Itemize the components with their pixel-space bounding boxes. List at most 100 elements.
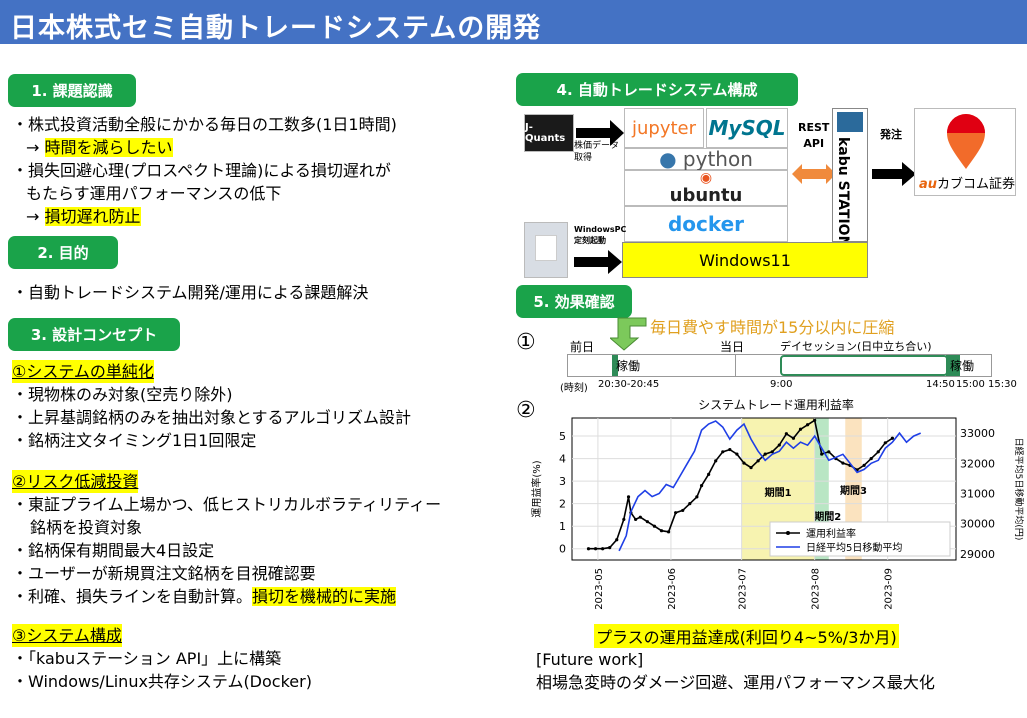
circle-1: ①: [516, 330, 536, 355]
chart-frame: [571, 417, 957, 561]
timeline-active-close: [946, 355, 960, 376]
y2-tick-label: 30000: [960, 518, 995, 531]
location-pin-icon: [947, 114, 985, 169]
profit-point: [862, 463, 866, 467]
profit-point: [791, 436, 796, 440]
concept-3-title: ③システム構成: [12, 624, 122, 647]
highlight-auto-stop-loss: 損切を機械的に実施: [252, 587, 397, 606]
profit-point: [841, 461, 845, 465]
y-tick-label: 4: [559, 453, 566, 466]
python-logo: ● python: [624, 147, 788, 171]
label-prev-day: 前日: [570, 340, 595, 354]
section-header-issues: 1. 課題認識: [8, 74, 136, 107]
issue-line-2: → 時間を減らしたい: [26, 138, 173, 157]
concept-2-item: 銘柄を投資対象: [30, 518, 143, 537]
concept-block-2: ②リスク低減投資 ・東証プライム上場かつ、低ヒストリカルボラティリティー 銘柄を…: [12, 470, 441, 608]
label-today: 当日: [720, 340, 745, 354]
profit-point: [615, 538, 619, 542]
profit-point: [659, 529, 664, 533]
windows11-box: Windows11: [622, 242, 868, 278]
profit-point: [645, 520, 649, 524]
ubuntu-logo: ◉ubuntu: [624, 170, 788, 206]
profit-point: [735, 452, 739, 456]
broker-name: auカブコム証券: [919, 177, 1016, 192]
profit-point: [608, 546, 612, 550]
timeline-bar: 稼働 稼働: [567, 354, 992, 377]
concept-1-item: ・上昇基調銘柄のみを抽出対象とするアルゴリズム設計: [12, 408, 412, 427]
architecture-diagram: J-Quants 株価データ取得 jupyter MySQL ● python …: [516, 106, 1016, 281]
y2-tick-label: 31000: [960, 488, 995, 501]
label-t3: 14:50: [926, 379, 955, 390]
profit-point: [652, 524, 657, 528]
purpose-text: ・自動トレードシステム開発/運用による課題解決: [12, 283, 369, 302]
profit-point: [688, 502, 692, 506]
profit-point: [820, 452, 824, 456]
x-tick-label: 2023-09: [884, 568, 895, 610]
future-work-title: [Future work]: [536, 650, 644, 669]
jquants-logo: J-Quants: [524, 114, 574, 152]
concept-1-item: ・現物株のみ対象(空売り除外): [12, 385, 233, 404]
arrow-right-icon: [576, 120, 624, 146]
chart-ylabel: 運用益率(%): [530, 460, 543, 517]
highlight-prevent-late-stop: 損切遅れ防止: [44, 207, 141, 226]
concept-block-3: ③システム構成 ・「kabuステーション API」上に構築 ・Windows/L…: [12, 624, 312, 693]
profit-point: [728, 447, 732, 452]
period-label: 期間2: [814, 510, 841, 523]
concept-2-title: ②リスク低減投資: [12, 470, 139, 493]
profit-point: [784, 432, 788, 436]
concept-2-item: ・ユーザーが新規買注文銘柄を目視確認要: [12, 564, 316, 583]
profit-point: [586, 547, 591, 551]
y2-tick-label: 33000: [960, 427, 995, 440]
profit-point: [805, 423, 810, 427]
y-tick-label: 3: [559, 475, 566, 488]
concept-3-item: ・「kabuステーション API」上に構築: [12, 649, 282, 668]
windows-pc-image: [524, 222, 568, 278]
section-header-effect: 5. 効果確認: [516, 285, 632, 318]
legend-marker: [786, 531, 790, 535]
legend-box: [769, 521, 951, 557]
pc-icon: [535, 235, 557, 261]
circle-2: ②: [516, 398, 536, 423]
profit-point: [593, 547, 598, 551]
profit-point: [883, 441, 887, 445]
timeline-day-session: [780, 355, 948, 376]
profit-point: [714, 459, 718, 463]
result-highlight: プラスの運用益達成(利回り4~5%/3か月): [594, 624, 899, 648]
profit-point: [634, 517, 638, 522]
label-day-session: デイセッション(日中立ち合い): [780, 340, 932, 353]
compress-note: 毎日費やす時間が15分以内に圧縮: [650, 318, 895, 337]
kabu-icon: [837, 112, 863, 132]
x-tick-label: 2023-06: [667, 568, 678, 610]
profit-point: [813, 418, 817, 422]
chart-title: システムトレード運用利益率: [698, 397, 854, 412]
profit-point: [681, 508, 685, 513]
down-arrow-icon: [610, 317, 647, 351]
nikkei-line: [618, 420, 922, 552]
concept-3-item: ・Windows/Linux共存システム(Docker): [12, 672, 312, 691]
timeline-divider: [735, 355, 736, 376]
period-label: 期間1: [765, 486, 792, 499]
profit-point: [876, 450, 880, 454]
issue-line-5: → 損切遅れ防止: [26, 207, 141, 226]
page-title: 日本株式セミ自動トレードシステムの開発: [0, 0, 1027, 44]
arrow-right-icon: [574, 250, 622, 274]
profit-point: [622, 517, 626, 522]
order-label: 発注: [880, 128, 902, 141]
x-tick-label: 2023-08: [811, 568, 822, 610]
section-header-purpose: 2. 目的: [8, 236, 118, 269]
double-arrow-icon: [792, 164, 836, 184]
kabu-station-text: kabu STATION: [835, 137, 851, 242]
issues-list: ・株式投資活動全般にかかる毎日の工数多(1日1時間) → 時間を減らしたい ・損…: [12, 113, 397, 228]
price-data-label: 株価データ取得: [574, 141, 620, 163]
kabucom-logo: auカブコム証券: [914, 108, 1016, 196]
profit-point: [827, 450, 831, 454]
period-label: 期間3: [840, 484, 867, 497]
profit-point: [626, 495, 631, 499]
label-t2: 9:00: [770, 379, 793, 390]
y-tick-label: 2: [559, 498, 566, 511]
y-tick-label: 0: [559, 543, 566, 556]
timeline-active-evening: [612, 355, 618, 376]
label-t5: 15:30: [988, 379, 1017, 390]
